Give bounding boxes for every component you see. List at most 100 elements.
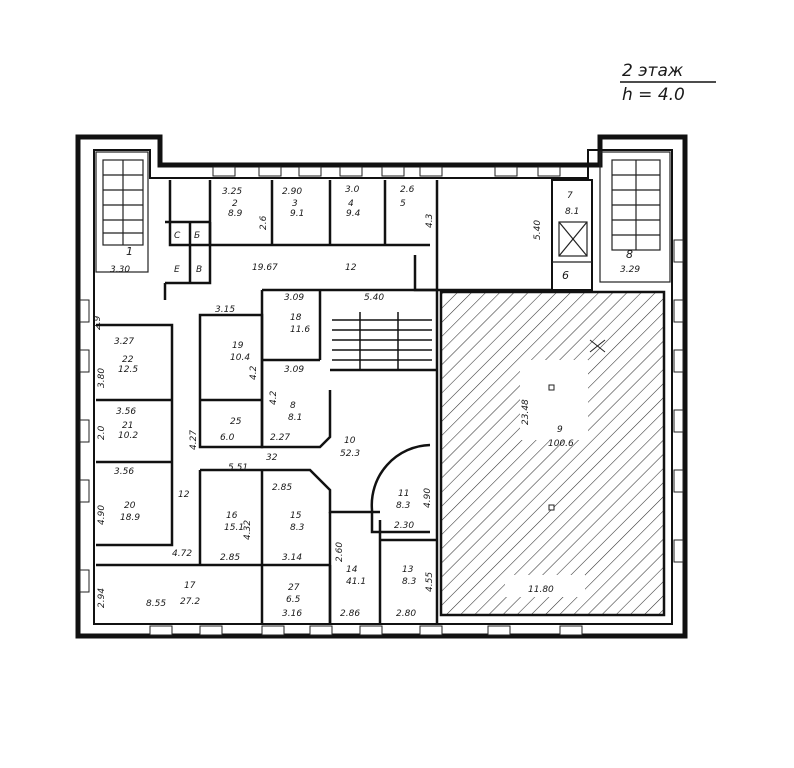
big-hall-dim-v: 23.48 — [521, 399, 531, 425]
r18-num: 18 — [290, 313, 302, 323]
r3-num: 3 — [292, 199, 298, 209]
windows-top — [212, 166, 561, 177]
r27-dim: 3.16 — [282, 609, 302, 619]
r17-num: 17 — [184, 581, 196, 591]
wc-a: С — [174, 231, 181, 241]
round-dim: 2.30 — [394, 521, 414, 531]
r18-dim: 3.09 — [284, 293, 304, 303]
r5-dim: 2.6 — [400, 185, 415, 195]
r13-side: 4.55 — [425, 572, 435, 592]
corridor-mid-dim: 5.40 — [364, 293, 384, 303]
r13-num: 13 — [402, 565, 414, 575]
r3-dim: 2.90 — [282, 187, 302, 197]
r25-area: 6.0 — [220, 433, 235, 443]
r21-dim: 3.56 — [116, 407, 136, 417]
r20-side: 4.90 — [97, 505, 107, 525]
room-labels: 1 3.30 8 3.29 7 8.1 5.40 6 3.25 2 8.9 2.… — [93, 185, 640, 619]
elevator-dim: 5.40 — [533, 220, 543, 240]
stair-left-num: 1 — [126, 245, 133, 258]
r15-dim: 2.85 — [272, 483, 292, 493]
r4-area: 9.4 — [346, 209, 361, 219]
stair-left-dim: 3.30 — [110, 265, 130, 275]
r22-dim: 3.27 — [114, 337, 134, 347]
r20-area: 18.9 — [120, 513, 140, 523]
round-area: 8.3 — [396, 501, 411, 511]
r5-num: 5 — [400, 199, 406, 209]
round-side: 4.90 — [423, 488, 433, 508]
r17-dim: 8.55 — [146, 599, 166, 609]
dim-bottom-e: 2.80 — [396, 609, 416, 619]
stair-right — [599, 151, 671, 283]
corridor-top-dim: 19.67 — [252, 263, 278, 273]
big-hall-dim-h: 11.80 — [528, 585, 554, 595]
elevator-area: 8.1 — [565, 207, 579, 217]
r15-num: 15 — [290, 511, 302, 521]
wc-b: Б — [194, 231, 200, 241]
stair-left — [95, 151, 149, 273]
r18-area: 11.6 — [290, 325, 310, 335]
r13-area: 8.3 — [402, 577, 417, 587]
r22-num: 22 — [122, 355, 134, 365]
r8b-dim2: 2.27 — [270, 433, 290, 443]
outer-walls — [75, 134, 688, 639]
wc-c: Е — [174, 265, 180, 275]
r21-num: 21 — [122, 421, 133, 431]
r17-side: 2.94 — [97, 588, 107, 608]
r20-num: 20 — [124, 501, 136, 511]
dim-bottom-c: 3.14 — [282, 553, 302, 563]
r20-dim: 3.56 — [114, 467, 134, 477]
r5-area: 4.3 — [425, 213, 435, 228]
r24-dim: 3.15 — [215, 305, 235, 315]
big-hall-area: 100.6 — [548, 439, 574, 449]
floor-label: 2 этаж — [622, 61, 684, 81]
r8b-dim: 3.09 — [284, 365, 304, 375]
r3-area: 9.1 — [290, 209, 304, 219]
r14-area: 41.1 — [346, 577, 366, 587]
height-label: h = 4.0 — [622, 85, 685, 105]
r2-side: 2.6 — [259, 215, 269, 230]
r25-side: 4.27 — [189, 430, 199, 450]
r12-num: 12 — [178, 490, 190, 500]
round-num: 11 — [398, 489, 409, 499]
r15-area: 8.3 — [290, 523, 305, 533]
dim-bottom-b: 2.85 — [220, 553, 240, 563]
big-hall — [439, 290, 666, 617]
r16-num: 16 — [226, 511, 238, 521]
hall-num: 10 — [344, 436, 356, 446]
r22-side: 3.80 — [97, 368, 107, 388]
dim-bottom-d: 2.86 — [340, 609, 360, 619]
windows-sides — [79, 239, 684, 593]
interior-walls — [96, 180, 552, 625]
corr2-num: 32 — [266, 453, 278, 463]
r8b-num: 8 — [290, 401, 296, 411]
r19-area: 10.4 — [230, 353, 250, 363]
r8b-area: 8.1 — [288, 413, 302, 423]
wc-d: В — [196, 265, 202, 275]
r16-area: 15.1 — [224, 523, 244, 533]
r22-area: 12.5 — [118, 365, 138, 375]
elevator-shaft — [551, 179, 593, 291]
r14-num: 14 — [346, 565, 358, 575]
r25-num: 25 — [230, 417, 242, 427]
r21-area: 10.2 — [118, 431, 138, 441]
r8b-side: 4.2 — [269, 390, 279, 405]
room6-num: 6 — [562, 269, 569, 282]
left-top-dim: 2.9 — [93, 315, 103, 330]
big-hall-num: 9 — [557, 425, 563, 435]
r21-side: 2.0 — [97, 425, 107, 440]
r16-side: 4.32 — [243, 520, 253, 540]
floor-header: 2 этаж h = 4.0 — [620, 61, 716, 105]
elevator-num: 7 — [567, 191, 573, 201]
r27-area: 6.5 — [286, 595, 301, 605]
r4-num: 4 — [348, 199, 354, 209]
r14-dim: 2.60 — [335, 542, 345, 562]
r27-num: 27 — [288, 583, 300, 593]
r17-area: 27.2 — [180, 597, 200, 607]
dim-bottom-a: 4.72 — [172, 549, 192, 559]
corridor-top-num: 12 — [345, 263, 357, 273]
r19-num: 19 — [232, 341, 244, 351]
windows-bottom — [149, 625, 583, 636]
corr2-dim: 5.51 — [228, 463, 248, 473]
hall-area: 52.3 — [340, 449, 360, 459]
